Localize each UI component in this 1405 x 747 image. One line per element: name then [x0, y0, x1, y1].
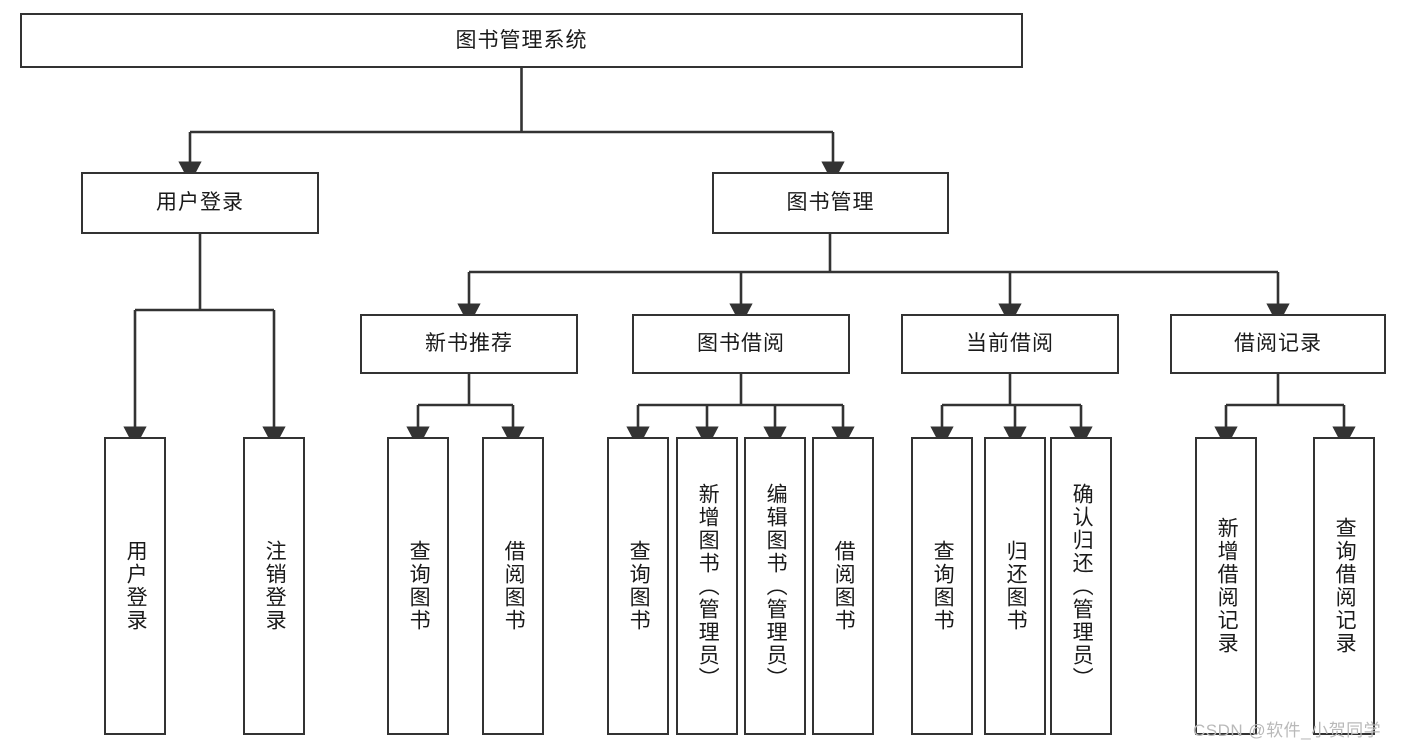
node-current-borrow[interactable]: 当前借阅 [901, 314, 1119, 374]
edge-group-current-borrow [930, 374, 1093, 449]
node-new-book-recommend-label: 新书推荐 [425, 332, 513, 356]
node-leaf-query-book-3[interactable]: 查询图书 [911, 437, 973, 735]
node-leaf-user-login[interactable]: 用户登录 [104, 437, 166, 735]
node-leaf-query-borrow-record-label: 查询借阅记录 [1333, 517, 1357, 655]
node-leaf-edit-book[interactable]: 编辑图书（管理员） [744, 437, 806, 735]
node-leaf-add-borrow-record[interactable]: 新增借阅记录 [1195, 437, 1257, 735]
edge-group-user-login [123, 234, 286, 449]
node-borrow-record[interactable]: 借阅记录 [1170, 314, 1386, 374]
node-leaf-query-book-1[interactable]: 查询图书 [387, 437, 449, 735]
node-leaf-query-book-1-label: 查询图书 [407, 540, 431, 632]
node-leaf-add-book-label: 新增图书（管理员） [696, 482, 720, 690]
node-leaf-user-login-label: 用户登录 [124, 540, 148, 632]
node-borrow-record-label: 借阅记录 [1234, 332, 1322, 356]
node-leaf-return-book-label: 归还图书 [1004, 540, 1028, 632]
node-leaf-add-borrow-record-label: 新增借阅记录 [1215, 517, 1239, 655]
node-book-management[interactable]: 图书管理 [712, 172, 949, 234]
node-leaf-confirm-return-label: 确认归还（管理员） [1070, 482, 1094, 690]
node-book-management-label: 图书管理 [786, 191, 875, 215]
node-leaf-borrow-book-1-label: 借阅图书 [502, 540, 526, 632]
node-leaf-edit-book-label: 编辑图书（管理员） [764, 482, 788, 690]
node-leaf-query-book-3-label: 查询图书 [931, 540, 955, 632]
node-leaf-logout[interactable]: 注销登录 [243, 437, 305, 735]
node-leaf-confirm-return[interactable]: 确认归还（管理员） [1050, 437, 1112, 735]
node-new-book-recommend[interactable]: 新书推荐 [360, 314, 578, 374]
node-leaf-query-borrow-record[interactable]: 查询借阅记录 [1313, 437, 1375, 735]
node-leaf-query-book-2[interactable]: 查询图书 [607, 437, 669, 735]
node-current-borrow-label: 当前借阅 [966, 332, 1054, 356]
node-book-borrow-label: 图书借阅 [697, 332, 785, 356]
edge-group-root [178, 68, 845, 184]
node-leaf-borrow-book-1[interactable]: 借阅图书 [482, 437, 544, 735]
node-book-borrow[interactable]: 图书借阅 [632, 314, 850, 374]
node-leaf-return-book[interactable]: 归还图书 [984, 437, 1046, 735]
edge-group-book-borrow [626, 374, 855, 449]
node-leaf-logout-label: 注销登录 [263, 540, 287, 632]
node-leaf-borrow-book-2[interactable]: 借阅图书 [812, 437, 874, 735]
node-leaf-add-book[interactable]: 新增图书（管理员） [676, 437, 738, 735]
edge-group-new-book-recommend [406, 374, 525, 449]
node-root-label: 图书管理系统 [455, 28, 588, 52]
node-leaf-query-book-2-label: 查询图书 [627, 540, 651, 632]
node-leaf-borrow-book-2-label: 借阅图书 [832, 540, 856, 632]
node-user-login-label: 用户登录 [156, 191, 244, 215]
edge-group-book-management [457, 234, 1290, 326]
node-user-login[interactable]: 用户登录 [81, 172, 319, 234]
edge-group-borrow-record [1214, 374, 1356, 449]
node-root[interactable]: 图书管理系统 [20, 13, 1023, 68]
